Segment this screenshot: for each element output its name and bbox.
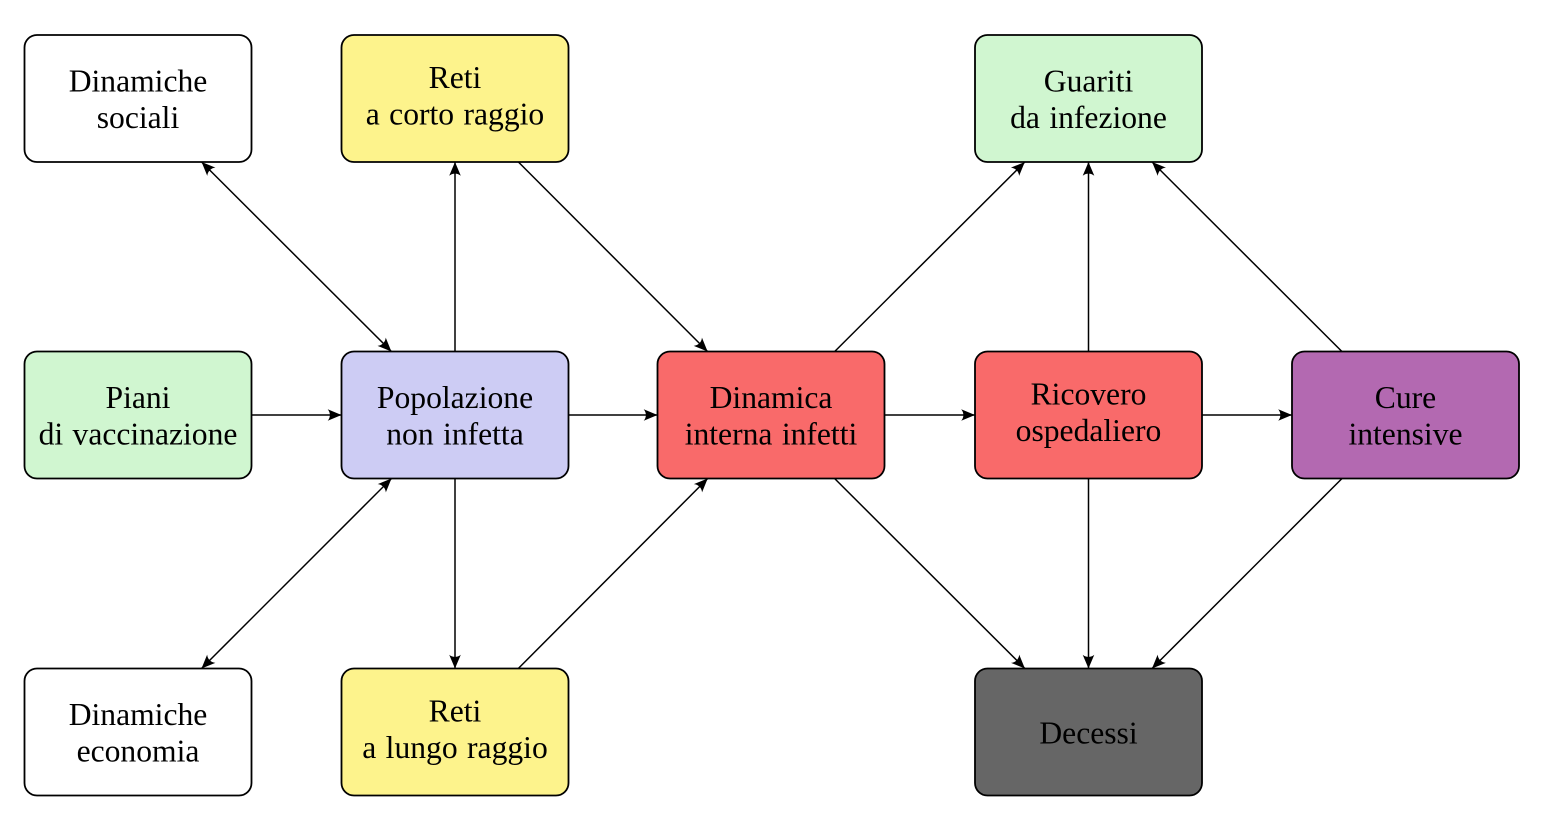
svg-text:non infetta: non infetta — [386, 416, 524, 451]
svg-text:Reti: Reti — [429, 60, 482, 95]
svg-text:Popolazione: Popolazione — [377, 380, 533, 415]
svg-text:Ricovero: Ricovero — [1031, 376, 1147, 411]
svg-text:Piani: Piani — [106, 380, 171, 415]
svg-text:Cure: Cure — [1375, 380, 1436, 415]
svg-text:sociali: sociali — [97, 100, 180, 135]
svg-text:a corto raggio: a corto raggio — [366, 97, 544, 132]
svg-text:intensive: intensive — [1348, 416, 1462, 451]
svg-text:ospedaliero: ospedaliero — [1016, 413, 1162, 448]
svg-text:Dinamiche: Dinamiche — [69, 697, 208, 732]
svg-text:a lungo raggio: a lungo raggio — [362, 730, 548, 765]
svg-text:Reti: Reti — [429, 693, 482, 728]
svg-text:Dinamiche: Dinamiche — [69, 63, 208, 98]
svg-text:di vaccinazione: di vaccinazione — [39, 416, 238, 451]
svg-text:Decessi: Decessi — [1039, 716, 1137, 751]
svg-text:Dinamica: Dinamica — [710, 380, 833, 415]
svg-text:Guariti: Guariti — [1044, 63, 1134, 98]
svg-text:interna infetti: interna infetti — [685, 416, 858, 451]
svg-text:da infezione: da infezione — [1010, 100, 1167, 135]
svg-text:economia: economia — [77, 733, 200, 768]
